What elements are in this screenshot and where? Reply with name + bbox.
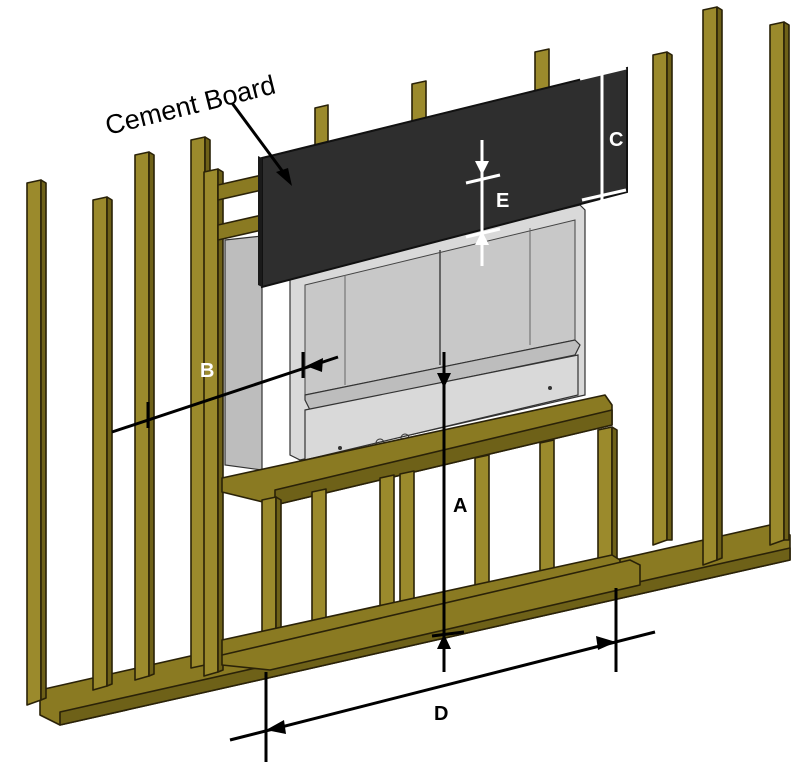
- dimension-d: D: [229, 588, 656, 762]
- dimension-b-label: B: [200, 360, 214, 382]
- header-frame: [217, 174, 263, 241]
- dimension-a: A: [431, 352, 467, 672]
- dimension-e-label: E: [496, 190, 509, 212]
- left-studs: [26, 136, 224, 706]
- dimension-b: B: [111, 352, 339, 434]
- dimension-a-label: A: [453, 495, 467, 517]
- cement-board: [258, 66, 628, 289]
- dimension-d-label: D: [434, 703, 448, 725]
- fireplace-unit: [224, 204, 586, 471]
- dimension-c: C: [579, 38, 627, 230]
- dimension-c-label: C: [609, 129, 623, 151]
- dimension-e: E: [465, 140, 509, 266]
- platform-legs: [221, 426, 641, 671]
